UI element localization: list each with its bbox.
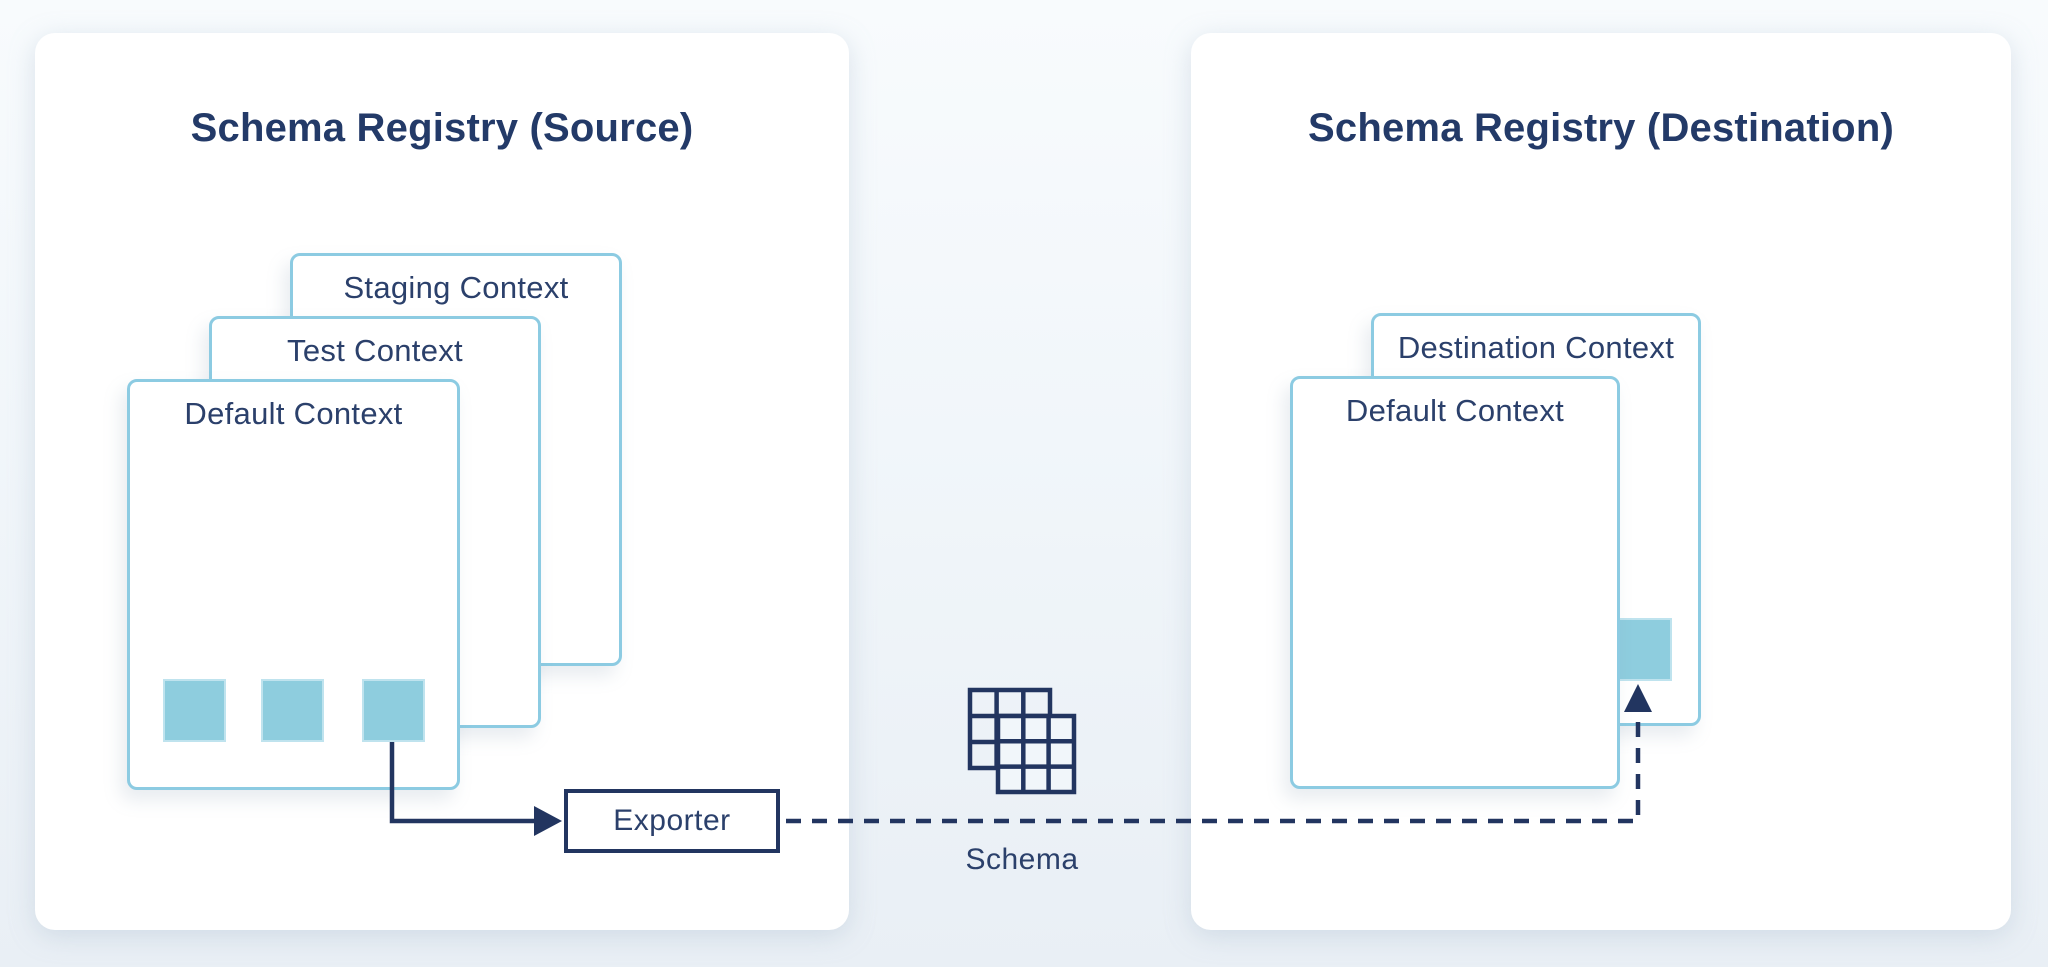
context-label-destination: Destination Context (1397, 330, 1675, 365)
exporter-box: Exporter (564, 789, 780, 853)
exporter-label: Exporter (613, 804, 731, 837)
schema-square (362, 679, 425, 742)
schema-grid-front (995, 713, 1077, 795)
context-label-default-source: Default Context (184, 396, 403, 431)
schema-grid-back (967, 687, 1053, 771)
schema-grid-icon (967, 687, 1077, 795)
schema-label: Schema (965, 843, 1079, 876)
schema-square (261, 679, 324, 742)
source-registry-title: Schema Registry (Source) (190, 106, 694, 151)
destination-registry-title: Schema Registry (Destination) (1308, 106, 1894, 151)
context-label-default-destination: Default Context (1345, 393, 1565, 428)
schema-square (163, 679, 226, 742)
context-label-test: Test Context (287, 333, 463, 368)
context-card-default-destination: Default Context (1290, 376, 1620, 789)
context-label-staging: Staging Context (343, 270, 569, 305)
